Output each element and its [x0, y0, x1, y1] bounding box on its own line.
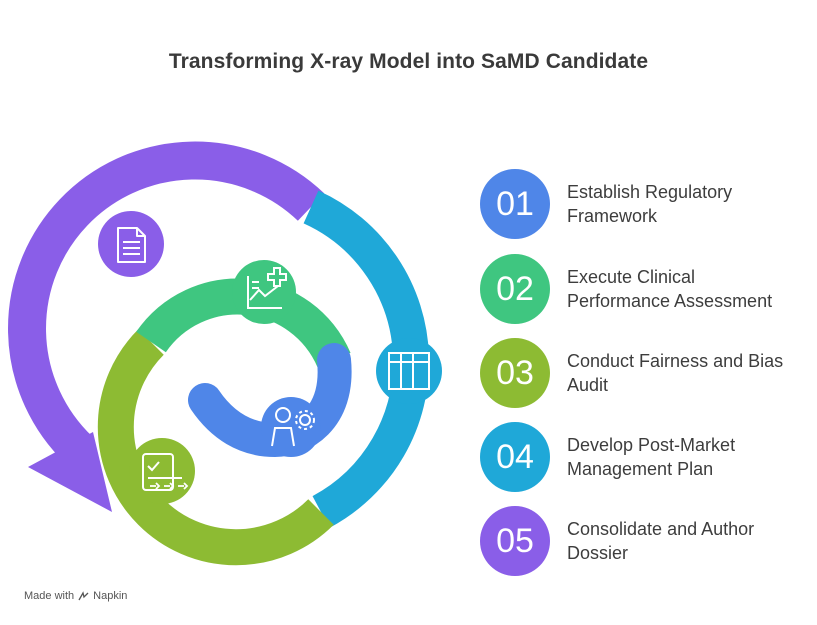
step-05: 05 Consolidate and Author Dossier	[480, 506, 810, 576]
step-number-badge: 04	[480, 422, 550, 492]
step-label: Develop Post-Market Management Plan	[567, 435, 736, 479]
chart-plus-icon	[232, 260, 296, 324]
footer-brand: Napkin	[93, 590, 128, 602]
step-label: Execute Clinical Performance Assessment	[567, 267, 773, 311]
step-number-badge: 03	[480, 338, 550, 408]
step-04: 04 Develop Post-Market Management Plan	[480, 422, 810, 492]
person-gear-icon	[261, 397, 321, 457]
step-02: 02 Execute Clinical Performance Assessmen…	[480, 254, 810, 324]
step-label: Consolidate and Author Dossier	[567, 519, 755, 563]
columns-icon	[376, 338, 442, 404]
step-label: Establish Regulatory Framework	[567, 182, 733, 226]
checklist-arrows-icon	[129, 438, 195, 504]
step-number-badge: 01	[480, 169, 550, 239]
step-03: 03 Conduct Fairness and Bias Audit	[480, 338, 810, 408]
footer: Made with Napkin	[24, 590, 127, 602]
step-01: 01 Establish Regulatory Framework	[480, 169, 810, 239]
document-icon	[98, 211, 164, 277]
spiral-segment-3	[97, 329, 334, 566]
footer-made-with: Made with	[24, 590, 75, 602]
napkin-logo-icon	[78, 590, 89, 600]
page-title: Transforming X-ray Model into SaMD Candi…	[168, 50, 649, 73]
step-number-badge: 05	[480, 506, 550, 576]
step-number-badge: 02	[480, 254, 550, 324]
spiral-arrowhead	[28, 432, 112, 512]
step-label: Conduct Fairness and Bias Audit	[567, 351, 784, 395]
spiral-segment-5	[8, 141, 325, 464]
